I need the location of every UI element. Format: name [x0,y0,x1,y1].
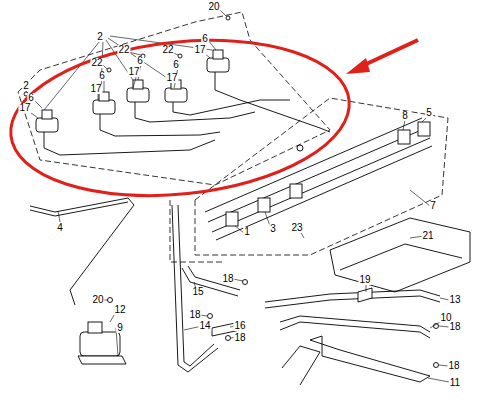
callout-number: 7 [429,201,437,211]
callout-number: 13 [448,295,461,305]
highlight-arrowhead [346,58,370,74]
clip [358,288,372,302]
manifold-pipe [208,128,426,222]
callout-number: 17 [18,103,31,113]
group-outline [18,12,330,185]
leader-line [26,8,449,382]
manifold-fitting [418,122,430,136]
gas-tube [30,202,128,216]
callout-number: 21 [421,231,434,241]
callout-number: 20 [91,295,104,305]
elbow-pipe [182,268,238,296]
callout-number: 5 [425,108,433,118]
callout-number: 17 [127,67,140,77]
manifold-fitting [258,198,270,212]
manifold-fitting [297,145,303,151]
callout-number: 22 [117,45,130,55]
highlight-arrow [362,40,418,66]
bracket [78,356,126,364]
gas-tube [30,198,134,305]
callout-number: 3 [269,224,277,234]
gas-pipe [280,322,430,338]
screw [108,280,439,368]
screw [24,16,230,96]
callout-number: 1 [243,227,251,237]
callout-number: 18 [233,333,246,343]
valve-body [127,88,149,102]
regulator [80,332,120,356]
supply-pipe [178,205,214,366]
callout-number: 2 [22,81,30,91]
callout-number: 18 [448,322,461,332]
valve-body [207,58,229,72]
manifold-fitting [290,184,302,198]
callout-number: 6 [27,93,35,103]
manifold-pipe [212,138,430,232]
callout-number: 8 [401,111,409,121]
screw [107,68,111,72]
valve-body [93,100,115,114]
callout-number: 23 [290,223,303,233]
gas-pipe [280,316,430,332]
callout-number: 18 [447,361,460,371]
valve-stem [133,80,143,89]
valve-body [36,118,58,132]
callout-number: 15 [191,287,204,297]
callout-number: 6 [172,60,180,70]
callout-number: 20 [207,2,220,12]
screw [243,280,248,285]
screw [434,363,439,368]
callout-number: 16 [233,321,246,331]
heat-shield [330,218,470,292]
screw [178,54,182,58]
callout-number: 18 [221,274,234,284]
screw [208,314,213,319]
gas-pipe [265,296,440,308]
callout-number: 22 [161,45,174,55]
valve-stem [213,50,223,59]
callout-number: 9 [116,323,124,333]
callout-number: 18 [188,310,201,320]
valve-tube [215,72,330,132]
screw [226,16,230,20]
manifold [205,118,432,240]
callout-number: 17 [89,84,102,94]
callout-number: 6 [98,71,106,81]
manifold-fitting [398,130,410,144]
callout-number: 12 [113,305,126,315]
callout-number: 19 [358,275,371,285]
valve-stem [42,110,52,119]
valve-tube [44,72,330,155]
callout-number: 17 [193,45,206,55]
highlight-ellipse [3,25,357,212]
heat-shield [340,244,462,270]
callout-number: 6 [201,34,209,44]
valve-body [165,88,187,102]
callout-number: 22 [90,58,103,68]
callout-number: 6 [136,56,144,66]
bracket [310,336,430,382]
screw [226,336,231,341]
screw [108,298,113,303]
callout-number: 11 [449,378,461,388]
valve-tube [173,100,290,115]
manifold-fitting [226,212,238,226]
callout-number: 2 [96,32,104,42]
regulator [88,322,102,333]
callout-number: 17 [165,73,178,83]
valve-tube [100,114,220,136]
gas-pipe [282,346,320,385]
callout-number: 14 [198,321,211,331]
callout-number: 4 [56,223,64,233]
